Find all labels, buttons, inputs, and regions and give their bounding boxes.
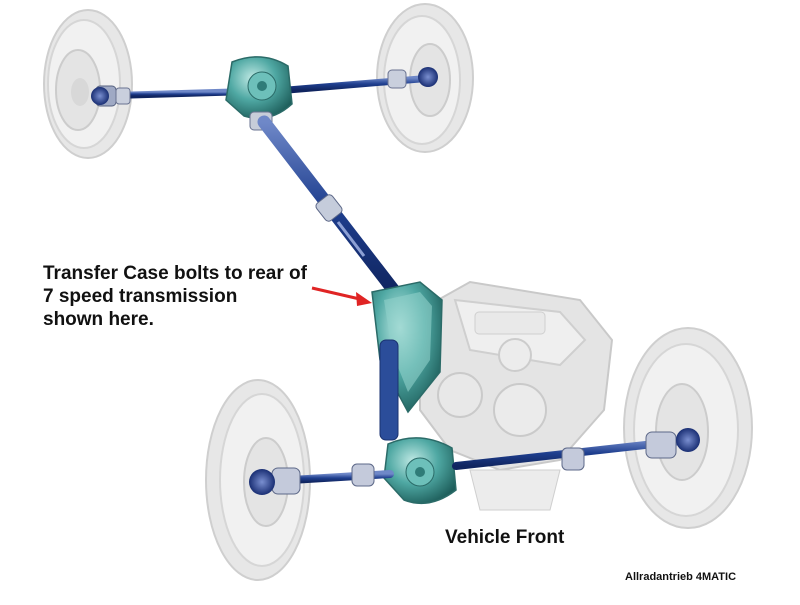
transmission: [371, 281, 443, 441]
front-axle: [249, 428, 700, 495]
pointer-arrow: [311, 286, 372, 306]
vehicle-front-label: Vehicle Front: [445, 527, 565, 548]
transfer-case-annotation: Transfer Case bolts to rear of 7 speed t…: [43, 262, 307, 331]
engine: [419, 280, 614, 511]
propeller-shaft: [257, 115, 402, 299]
annotation-line-2: 7 speed transmission: [43, 286, 238, 307]
credit-label: Allradantrieb 4MATIC: [625, 571, 737, 583]
rear-axle: [91, 67, 438, 107]
front-differential: [383, 437, 457, 505]
rear-differential: [225, 56, 293, 131]
annotation-line-1: Transfer Case bolts to rear of: [43, 263, 307, 284]
annotation-line-3: shown here.: [43, 309, 154, 330]
rear-left-wheel: [43, 9, 133, 159]
